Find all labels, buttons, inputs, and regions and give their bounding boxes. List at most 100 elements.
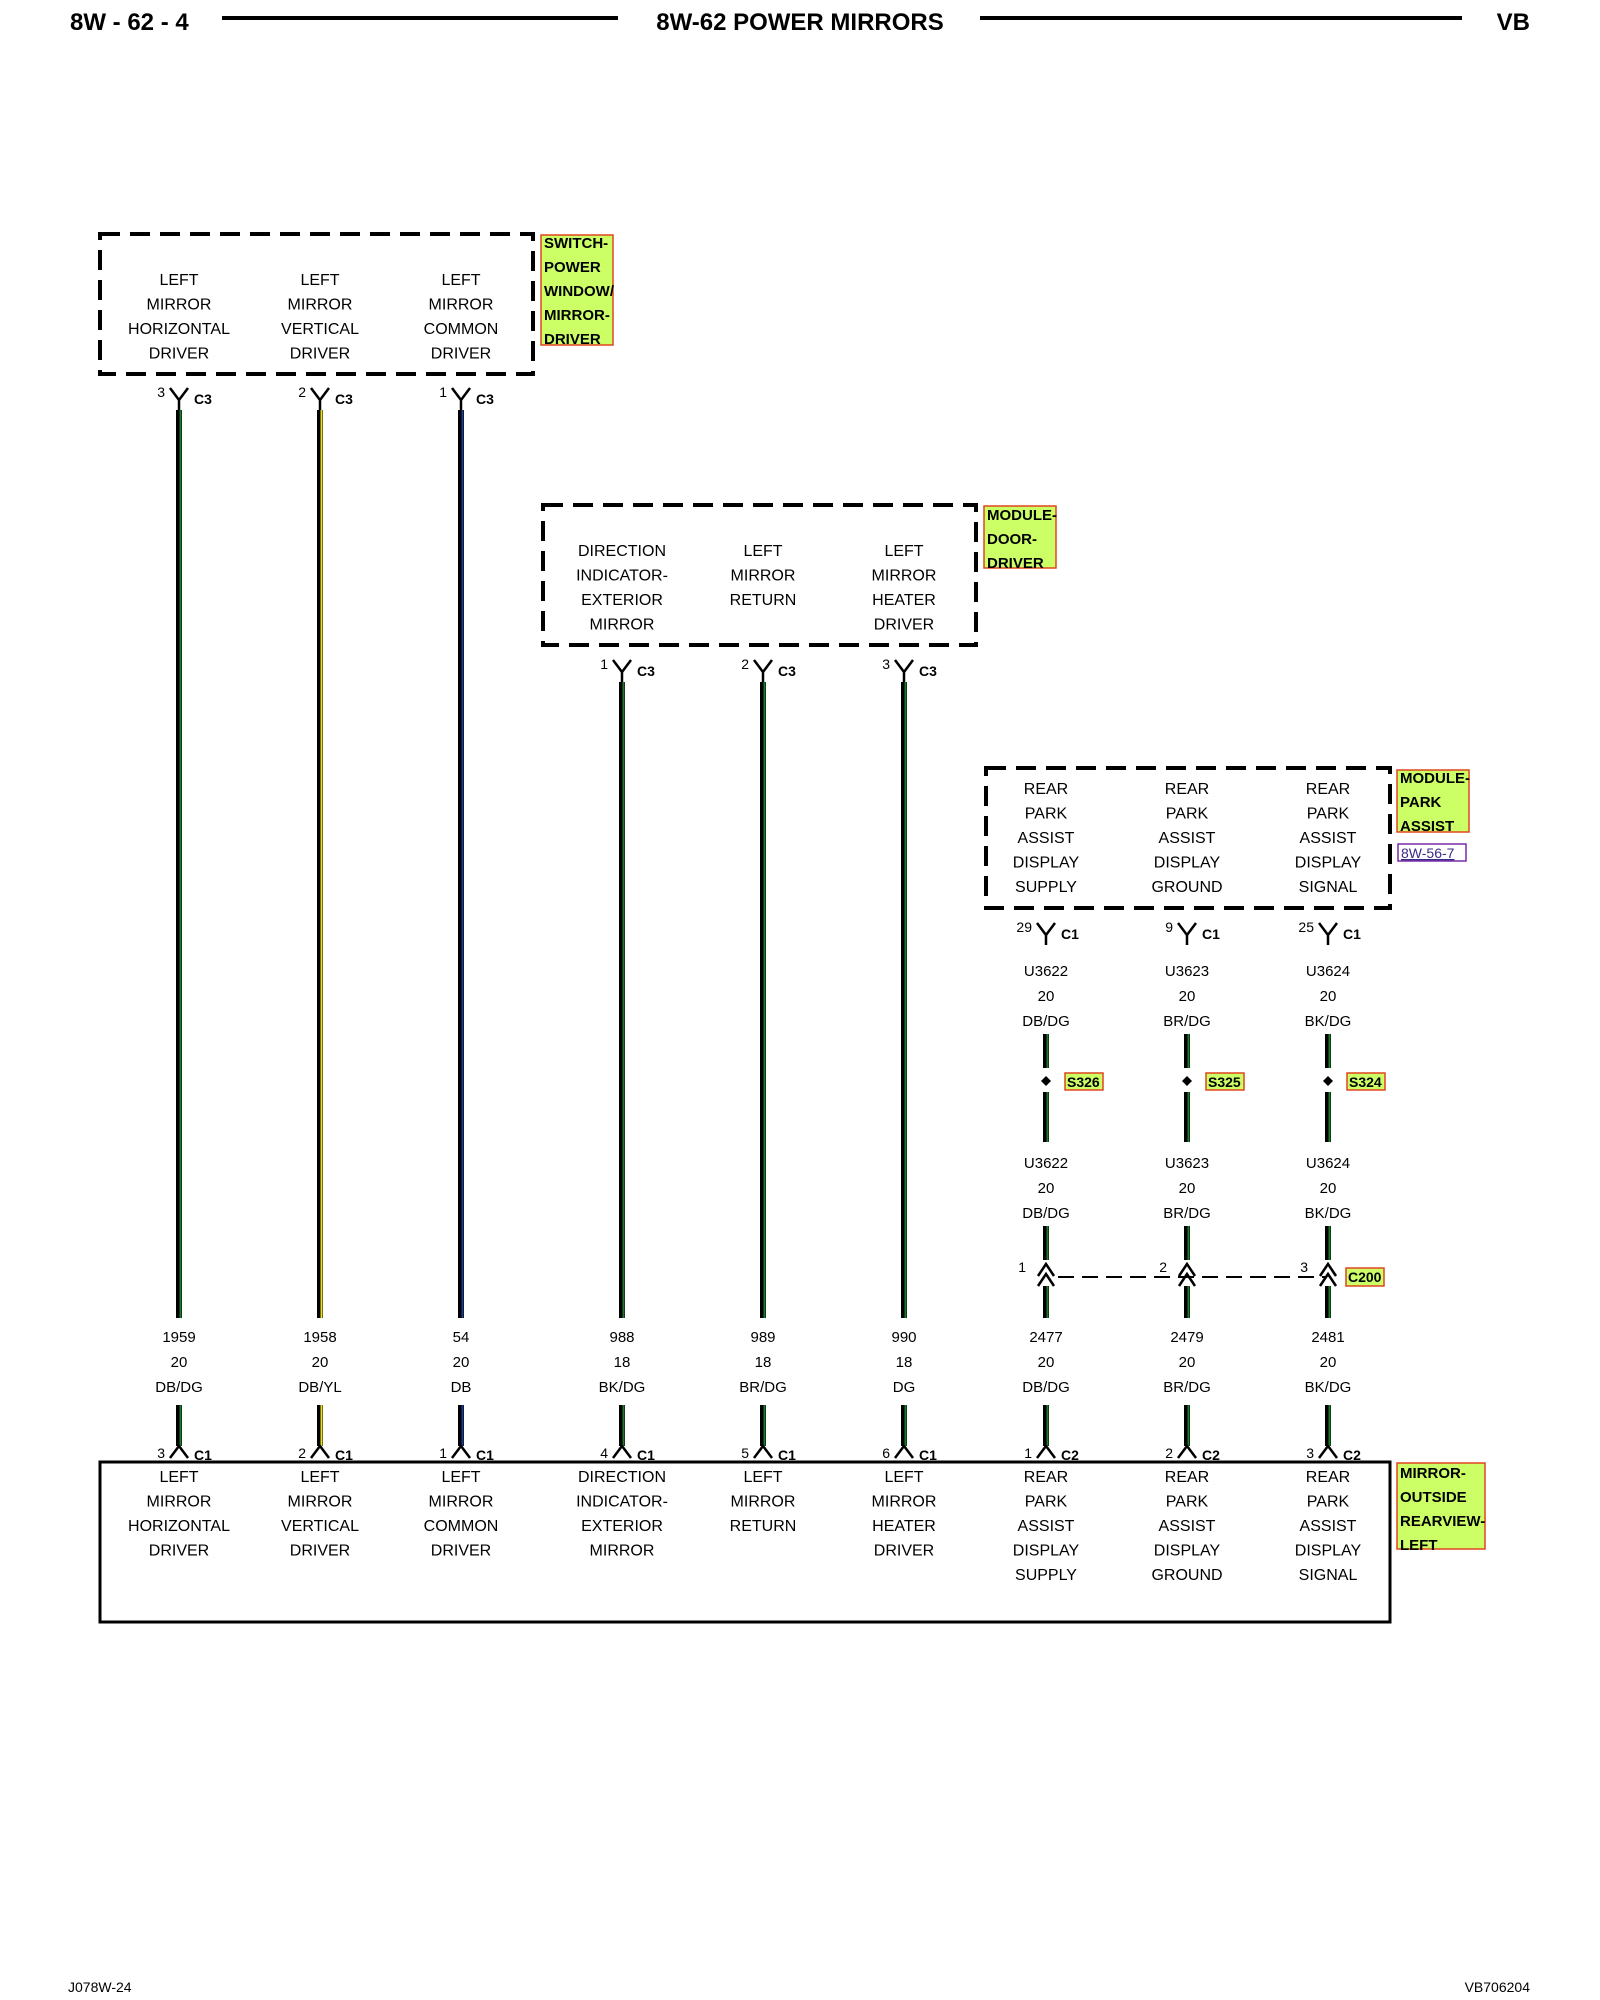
circuit-990-source-label: LEFT — [884, 543, 923, 560]
circuit-2481-inline-terminal — [1318, 1261, 1338, 1287]
circuit-989-dest-terminal — [753, 1443, 773, 1459]
circuit-2477-splice-tag — [1064, 1072, 1104, 1091]
mirror-tag-bg — [1396, 1462, 1486, 1550]
circuit-2481-source-connector: C1 — [1343, 926, 1361, 942]
circuit-54-source-label: COMMON — [424, 321, 499, 338]
circuit-988-source-connector: C3 — [637, 663, 655, 679]
circuit-2481-lower-wire-color: BK/DG — [1305, 1205, 1352, 1222]
circuit-54-source-pin: 1 — [439, 384, 447, 400]
circuit-990-source-label: MIRROR — [872, 568, 937, 585]
inline-connector-tag: C200 — [1345, 1267, 1385, 1287]
circuit-1959-wire-gauge: 20 — [171, 1354, 188, 1371]
circuit-2481-dest-label: ASSIST — [1300, 1518, 1357, 1535]
reference-link-box[interactable] — [1397, 843, 1467, 862]
circuit-1959-dest-label: LEFT — [159, 1469, 198, 1486]
reference-link[interactable]: 8W-56-7 — [1401, 845, 1455, 861]
circuit-2481-dest-label: DISPLAY — [1295, 1543, 1362, 1560]
circuit-1959-dest-connector: C1 — [194, 1447, 212, 1463]
page-header: 8W - 62 - 4 8W-62 POWER MIRRORS VB — [70, 9, 1530, 36]
circuit-989-wire-gauge: 18 — [755, 1354, 772, 1371]
circuit-1958-dest-terminal — [310, 1443, 330, 1459]
circuit-1958-wire-color: DB/YL — [298, 1379, 341, 1396]
circuit-2479-dest-label: ASSIST — [1159, 1518, 1216, 1535]
switch-tag-line: DRIVER — [544, 331, 601, 348]
door-tag-line: DRIVER — [987, 555, 1044, 572]
circuit-988-dest-terminal — [612, 1443, 632, 1459]
circuit-2477-dest-connector: C2 — [1061, 1447, 1079, 1463]
circuit-988-dest-connector: C1 — [637, 1447, 655, 1463]
circuit-2479-dest-pin: 2 — [1165, 1445, 1173, 1461]
circuit-2481-upper-wire-number: U3624 — [1306, 963, 1350, 980]
circuit-1958-source-label: MIRROR — [288, 297, 353, 314]
inline-connector-label: C200 — [1348, 1269, 1382, 1285]
circuit-988-wire-gauge: 18 — [614, 1354, 631, 1371]
circuit-2477-dest-label: ASSIST — [1018, 1518, 1075, 1535]
circuit-1958-dest-label: LEFT — [300, 1469, 339, 1486]
circuit-2481-lower-wire-gauge: 20 — [1320, 1180, 1337, 1197]
circuit-2481-source-label: PARK — [1307, 806, 1350, 823]
park-tag-line: ASSIST — [1400, 818, 1454, 835]
circuit-2477-inline-pin: 1 — [1018, 1259, 1026, 1275]
circuit-2481-upper-wire-color: BK/DG — [1305, 1013, 1352, 1030]
circuit-1959-source-label: HORIZONTAL — [128, 321, 230, 338]
circuit-989-dest-pin: 5 — [741, 1445, 749, 1461]
circuit-2479-source-connector: C1 — [1202, 926, 1220, 942]
mirror-component-box — [98, 1460, 1392, 1624]
circuit-1959-dest-terminal — [169, 1443, 189, 1459]
circuit-1958-dest-label: MIRROR — [288, 1494, 353, 1511]
circuit-2479-inline-pin: 2 — [1159, 1259, 1167, 1275]
switch-tag-line: WINDOW/ — [544, 283, 615, 300]
circuit-990-source-terminal — [894, 659, 914, 682]
circuit-2479-dest-label: PARK — [1166, 1494, 1209, 1511]
circuit-2477-source-label: REAR — [1024, 781, 1068, 798]
circuit-1959-wire-number: 1959 — [162, 1329, 195, 1346]
circuit-990-dest-terminal — [894, 1443, 914, 1459]
circuit-989-source-pin: 2 — [741, 656, 749, 672]
circuit-989-source-terminal — [753, 659, 773, 682]
circuit-1958-source-connector: C3 — [335, 391, 353, 407]
circuit-2477-dest-pin: 1 — [1024, 1445, 1032, 1461]
footer-figure-id: J078W-24 — [68, 1979, 132, 1995]
circuit-2479-wire-gauge: 20 — [1179, 1354, 1196, 1371]
circuit-2477-source-terminal — [1036, 922, 1056, 945]
circuit-2477-dest-label: DISPLAY — [1013, 1543, 1080, 1560]
circuit-2481-source-label: ASSIST — [1300, 830, 1357, 847]
circuit-1958-source-pin: 2 — [298, 384, 306, 400]
circuit-2477-upper-wire-number: U3622 — [1024, 963, 1068, 980]
circuit-2479-upper-wire-gauge: 20 — [1179, 988, 1196, 1005]
circuit-2479-source-terminal — [1177, 922, 1197, 945]
circuit-988-wire-number: 988 — [609, 1329, 634, 1346]
circuit-2481-lower-wire-number: U3624 — [1306, 1155, 1350, 1172]
circuit-54-wire-number: 54 — [453, 1329, 470, 1346]
circuit-2477-lower-wire-gauge: 20 — [1038, 1180, 1055, 1197]
circuit-2479-splice-dot — [1182, 1076, 1192, 1086]
circuit-2481-dest-terminal — [1318, 1443, 1338, 1459]
circuit-988-dest-label: MIRROR — [590, 1543, 655, 1560]
circuit-2479-splice-tag — [1205, 1072, 1245, 1091]
circuit-989-dest-label: LEFT — [743, 1469, 782, 1486]
circuit-988-dest-pin: 4 — [600, 1445, 608, 1461]
switch-power-window-box — [98, 232, 535, 376]
circuit-1959-dest-label: DRIVER — [149, 1543, 209, 1560]
circuit-54-dest-pin: 1 — [439, 1445, 447, 1461]
circuit-2481-source-pin: 25 — [1298, 919, 1314, 935]
circuit-2479-source-label: REAR — [1165, 781, 1209, 798]
circuit-989-wire-number: 989 — [750, 1329, 775, 1346]
mirror-tag-line: MIRROR- — [1400, 1465, 1466, 1482]
circuit-54-source-label: MIRROR — [429, 297, 494, 314]
circuit-990-dest-label: LEFT — [884, 1469, 923, 1486]
inline-connector-tag-bg — [1345, 1267, 1385, 1287]
circuit-2479-splice-label: S325 — [1208, 1074, 1241, 1090]
circuit-988-source-label: EXTERIOR — [581, 592, 663, 609]
mirror-tag-line: REARVIEW- — [1400, 1513, 1485, 1530]
circuit-2477-lower-wire-number: U3622 — [1024, 1155, 1068, 1172]
circuit-1958-wire-gauge: 20 — [312, 1354, 329, 1371]
park-module-tag: MODULE- PARK ASSIST 8W-56-7 — [1396, 769, 1470, 862]
park-tag-line: MODULE- — [1400, 770, 1470, 787]
door-tag-bg — [983, 505, 1057, 569]
circuit-988-wire-color: BK/DG — [599, 1379, 646, 1396]
circuit-1958-dest-connector: C1 — [335, 1447, 353, 1463]
circuit-2477-lower-wire-color: DB/DG — [1022, 1205, 1070, 1222]
mirror-tag: MIRROR- OUTSIDE REARVIEW- LEFT — [1396, 1462, 1486, 1554]
